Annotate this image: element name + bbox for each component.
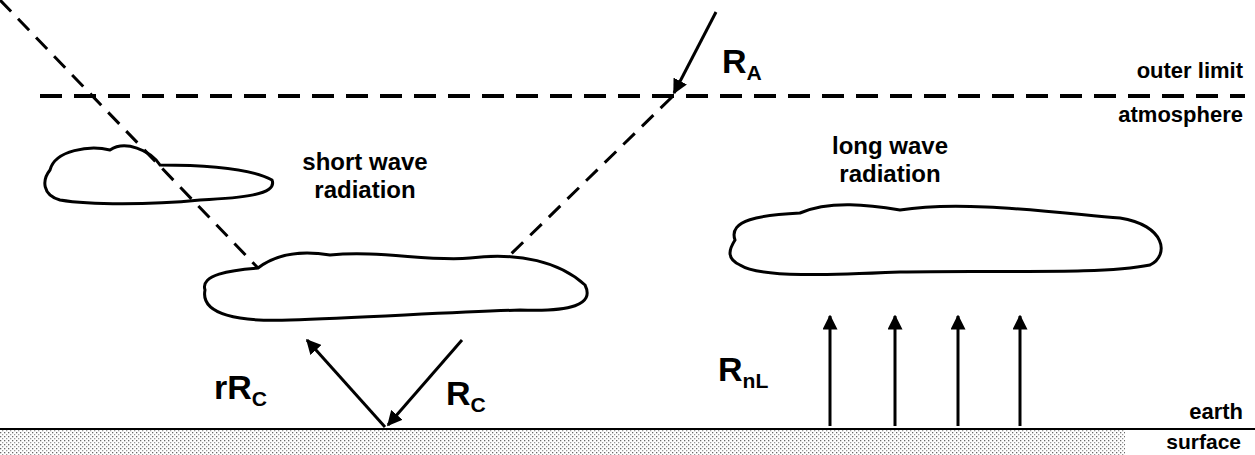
symbol-label: RC — [446, 374, 486, 413]
shortwave-ray — [0, 0, 258, 268]
region-label: surface — [1164, 430, 1243, 454]
subscript: A — [747, 61, 762, 84]
region-label: earth — [1189, 399, 1243, 424]
cloud — [730, 205, 1161, 275]
symbol-label: RA — [722, 42, 762, 81]
atmosphere-limit-line — [40, 94, 1245, 98]
earth-surface-line — [0, 428, 1255, 430]
cloud — [204, 253, 587, 320]
longwave-arrow — [829, 316, 832, 426]
radiation-label: short wave radiation — [280, 148, 450, 203]
subscript: nL — [743, 369, 769, 392]
radiation-label: long wave radiation — [805, 132, 975, 187]
shortwave-ray — [510, 97, 672, 255]
longwave-arrow — [894, 316, 897, 426]
subscript: C — [471, 393, 486, 416]
symbol-label: RnL — [718, 350, 768, 389]
symbol-label: rRC — [214, 368, 267, 407]
longwave-arrow — [1019, 316, 1022, 426]
cloud — [45, 146, 273, 204]
region-label: atmosphere — [1118, 102, 1243, 127]
ground-hatch — [0, 430, 1125, 455]
reflected-radiation-arrow — [307, 340, 385, 427]
longwave-arrow — [957, 316, 960, 426]
subscript: C — [252, 387, 267, 410]
region-label: outer limit — [1137, 58, 1243, 83]
incoming-radiation-arrow — [674, 12, 716, 93]
